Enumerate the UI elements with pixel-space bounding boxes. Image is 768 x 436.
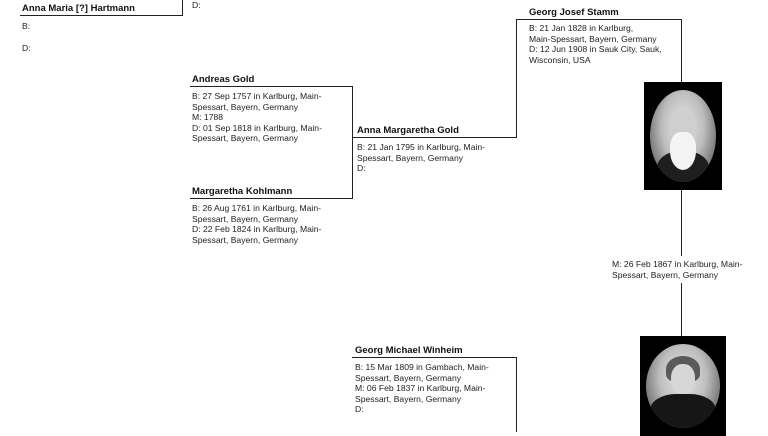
person-name-anna-maria-hartmann: Anna Maria [?] Hartmann — [22, 3, 135, 14]
name-underline — [190, 86, 352, 87]
marriage-details: M: 26 Feb 1867 in Karlburg, Main- Spessa… — [612, 259, 743, 280]
portrait-face — [671, 364, 695, 395]
person-details-georg-michael-winheim: B: 15 Mar 1809 in Gambach, Main- Spessar… — [355, 362, 489, 415]
portrait-oval — [650, 90, 716, 182]
name-underline — [190, 198, 352, 199]
name-underline — [516, 19, 682, 20]
person-name-georg-josef-stamm: Georg Josef Stamm — [529, 7, 619, 18]
person-birth-anna-maria-hartmann: B: — [22, 21, 31, 31]
person-details-georg-josef-stamm: B: 21 Jan 1828 in Karlburg, Main-Spessar… — [529, 23, 662, 65]
name-underline — [352, 357, 516, 358]
portrait-beard — [670, 132, 696, 171]
person-name-anna-margaretha-gold: Anna Margaretha Gold — [357, 125, 459, 136]
person-details-margaretha-kohlmann: B: 26 Aug 1761 in Karlburg, Main- Spessa… — [192, 203, 322, 245]
marriage-line-upper — [681, 190, 682, 256]
person-name-margaretha-kohlmann: Margaretha Kohlmann — [192, 186, 293, 197]
person-name-andreas-gold: Andreas Gold — [192, 74, 255, 85]
portrait-oval — [646, 344, 720, 428]
connector-line — [681, 19, 682, 83]
person-name-georg-michael-winheim: Georg Michael Winheim — [355, 345, 463, 356]
parent-bracket — [516, 19, 517, 138]
name-underline — [20, 15, 183, 16]
person-details-andreas-gold: B: 27 Sep 1757 in Karlburg, Main- Spessa… — [192, 91, 322, 144]
person-details-anna-margaretha-gold: B: 21 Jan 1795 in Karlburg, Main- Spessa… — [357, 142, 486, 174]
connector-line — [516, 357, 517, 432]
parent-bracket — [352, 86, 353, 199]
person-death-partial: D: — [192, 0, 201, 10]
portrait-figure — [650, 393, 716, 428]
marriage-line-lower — [681, 283, 682, 337]
person-death-anna-maria-hartmann: D: — [22, 43, 31, 53]
connector-line — [182, 0, 183, 16]
portrait-photo-spouse — [640, 336, 726, 436]
portrait-photo-georg-josef-stamm — [644, 82, 722, 190]
name-underline — [352, 137, 516, 138]
